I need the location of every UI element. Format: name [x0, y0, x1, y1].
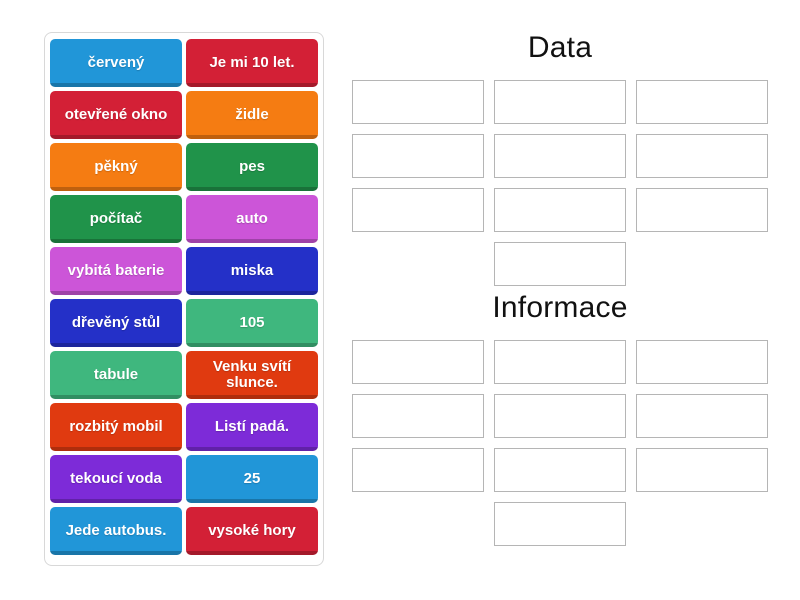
tile-row: Jede autobus. vysoké hory [50, 507, 318, 555]
drop-slot[interactable] [494, 502, 626, 546]
draggable-tile[interactable]: červený [50, 39, 182, 87]
tile-row: vybitá baterie miska [50, 247, 318, 295]
zone-group: Informace [350, 286, 770, 546]
draggable-tile[interactable]: dřevěný stůl [50, 299, 182, 347]
drop-slot[interactable] [352, 188, 484, 232]
tile-label: židle [235, 106, 269, 124]
drop-slot[interactable] [494, 394, 626, 438]
draggable-tile[interactable]: Je mi 10 let. [186, 39, 318, 87]
drop-slot[interactable] [636, 448, 768, 492]
draggable-tile[interactable]: počítač [50, 195, 182, 243]
tile-label: vysoké hory [208, 522, 296, 540]
draggable-tile[interactable]: pěkný [50, 143, 182, 191]
tile-label: tabule [93, 366, 139, 384]
tile-row: červený Je mi 10 let. [50, 39, 318, 87]
tile-label: pes [239, 158, 265, 176]
tile-label: otevřené okno [64, 106, 168, 124]
zone-slot-grid [350, 340, 770, 546]
draggable-tile[interactable]: otevřené okno [50, 91, 182, 139]
zone-group: Data [350, 26, 770, 286]
tile-label: 105 [239, 314, 265, 332]
draggable-tile[interactable]: tekoucí voda [50, 455, 182, 503]
tile-label: tekoucí voda [70, 470, 162, 488]
drop-slot[interactable] [636, 188, 768, 232]
draggable-tile[interactable]: Jede autobus. [50, 507, 182, 555]
tile-row: rozbitý mobil Listí padá. [50, 403, 318, 451]
drop-slot[interactable] [636, 134, 768, 178]
drop-slot[interactable] [494, 134, 626, 178]
draggable-tile[interactable]: židle [186, 91, 318, 139]
zone-title: Data [527, 31, 593, 64]
tile-label: 25 [243, 470, 261, 488]
tile-label: vybitá baterie [67, 262, 165, 280]
draggable-tile[interactable]: pes [186, 143, 318, 191]
draggable-tile[interactable]: vybitá baterie [50, 247, 182, 295]
draggable-tile[interactable]: auto [186, 195, 318, 243]
drop-slot[interactable] [636, 340, 768, 384]
drop-slot[interactable] [494, 242, 626, 286]
tile-row: tabule Venku svítí slunce. [50, 351, 318, 399]
drop-slot[interactable] [352, 394, 484, 438]
tile-label: pěkný [94, 158, 138, 176]
tile-label: dřevěný stůl [71, 314, 161, 332]
drop-slot[interactable] [494, 188, 626, 232]
drop-slot[interactable] [494, 80, 626, 124]
tile-label: Jede autobus. [65, 522, 167, 540]
tile-row: pěkný pes [50, 143, 318, 191]
draggable-tile[interactable]: 105 [186, 299, 318, 347]
zone-title: Informace [492, 291, 628, 324]
tile-label: rozbitý mobil [69, 418, 163, 436]
draggable-tile[interactable]: 25 [186, 455, 318, 503]
tile-row: otevřené okno židle [50, 91, 318, 139]
draggable-tile[interactable]: Venku svítí slunce. [186, 351, 318, 399]
drop-slot[interactable] [636, 394, 768, 438]
tile-row: dřevěný stůl 105 [50, 299, 318, 347]
zone-slot-grid [350, 80, 770, 286]
drop-slot[interactable] [494, 448, 626, 492]
tile-row: počítač auto [50, 195, 318, 243]
draggable-tile[interactable]: rozbitý mobil [50, 403, 182, 451]
tile-row: tekoucí voda 25 [50, 455, 318, 503]
draggable-tile[interactable]: tabule [50, 351, 182, 399]
tile-label: červený [87, 54, 145, 72]
tile-label: auto [236, 210, 268, 228]
drop-slot[interactable] [636, 80, 768, 124]
drop-slot[interactable] [352, 134, 484, 178]
tile-tray: červený Je mi 10 let. otevřené okno židle pě… [44, 32, 324, 566]
tile-label: Venku svítí slunce. [212, 358, 292, 391]
drop-slot[interactable] [352, 448, 484, 492]
tile-label: Listí padá. [214, 418, 290, 436]
draggable-tile[interactable]: vysoké hory [186, 507, 318, 555]
drop-slot[interactable] [494, 340, 626, 384]
drop-slot[interactable] [352, 80, 484, 124]
draggable-tile[interactable]: Listí padá. [186, 403, 318, 451]
tile-label: Je mi 10 let. [209, 54, 295, 72]
drop-slot[interactable] [352, 340, 484, 384]
tile-label: počítač [89, 210, 143, 228]
draggable-tile[interactable]: miska [186, 247, 318, 295]
tile-label: miska [230, 262, 274, 280]
